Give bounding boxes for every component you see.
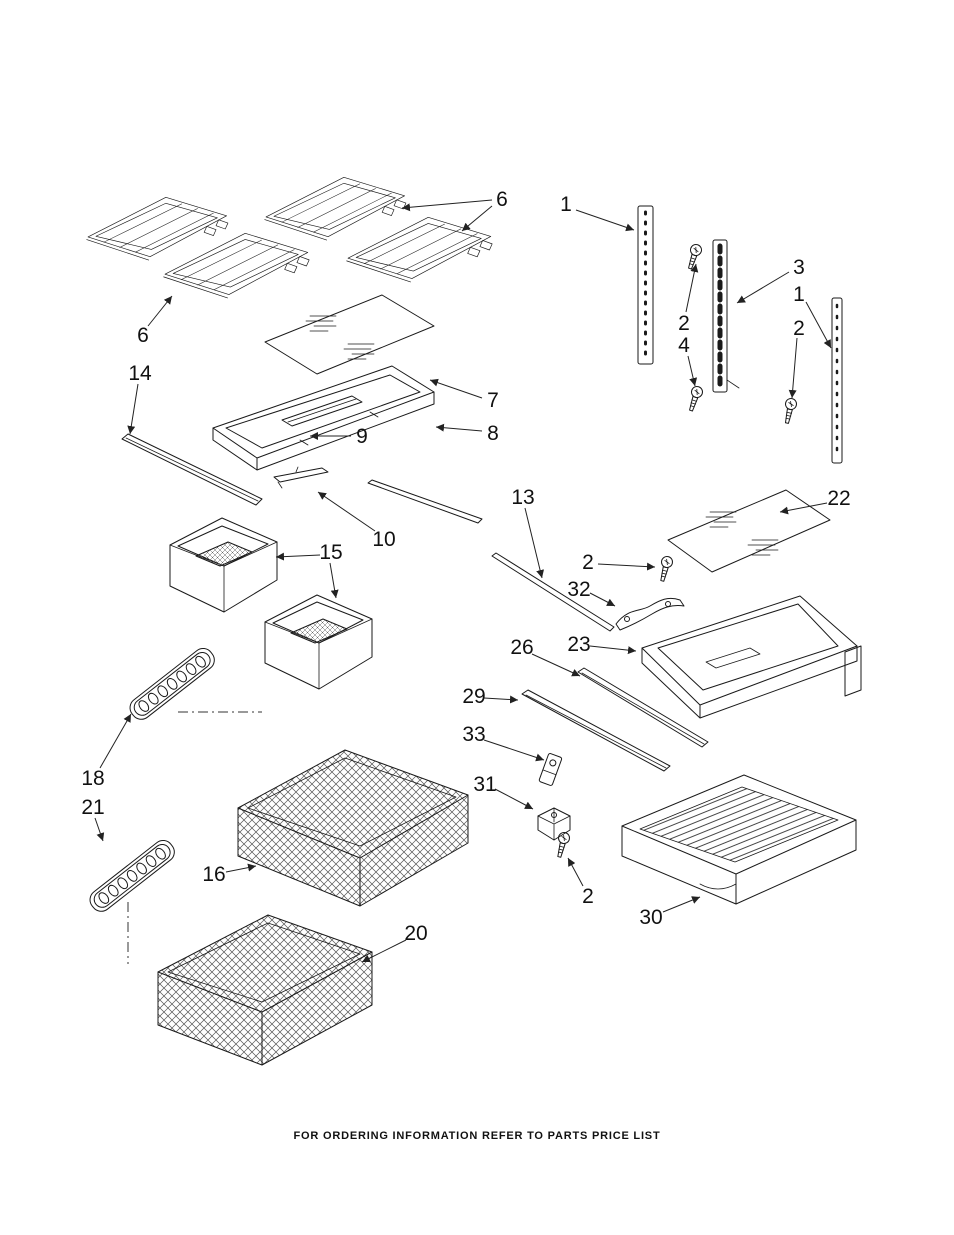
part-15-crisper-bin-lower	[264, 594, 373, 690]
callout-18: 18	[81, 767, 104, 790]
part-22-glass-insert	[667, 489, 831, 573]
callout-13: 13	[511, 486, 534, 509]
callout-32: 32	[567, 578, 590, 601]
callout-15: 15	[319, 541, 342, 564]
part-20-wire-basket	[157, 914, 373, 1066]
part-21-slotted-trim	[85, 835, 179, 916]
part-7-glass-insert	[264, 294, 435, 375]
screw-icon-4	[685, 384, 705, 413]
callout-22: 22	[827, 487, 850, 510]
part-1-rail-left	[637, 205, 654, 365]
callout-21: 21	[81, 796, 104, 819]
callout-7: 7	[487, 389, 499, 412]
callout-31: 31	[473, 773, 496, 796]
callout-1-b: 1	[793, 283, 805, 306]
part-8-shelf-frame	[212, 365, 435, 471]
part-33-bracket	[538, 753, 563, 786]
callout-20: 20	[404, 922, 427, 945]
part-9-center-slide	[281, 395, 363, 427]
part-26-rail	[577, 667, 709, 748]
part-10-latch	[273, 466, 329, 489]
callout-30: 30	[639, 906, 662, 929]
callout-23: 23	[567, 633, 590, 656]
callout-33: 33	[462, 723, 485, 746]
part-15-crisper-bin-upper	[169, 517, 278, 613]
leader-lines	[94, 199, 832, 963]
part-32-bracket	[615, 597, 685, 631]
callout-9: 9	[356, 425, 368, 448]
callout-2-a: 2	[678, 312, 690, 335]
part-6-shelf-top-right	[264, 176, 407, 241]
callout-6-b: 6	[137, 324, 149, 347]
ordering-note: FOR ORDERING INFORMATION REFER TO PARTS …	[293, 1130, 661, 1142]
callout-8: 8	[487, 422, 499, 445]
part-30-drawer-pan	[621, 774, 857, 905]
screw-icon-2c	[656, 554, 675, 583]
part-1-rail-right	[831, 297, 843, 464]
part-29-rail	[521, 689, 671, 772]
callout-2-d: 2	[582, 885, 594, 908]
callout-14: 14	[128, 362, 152, 385]
part-6-shelf-mid-right	[346, 217, 493, 283]
part-14-trim-strip	[121, 433, 263, 506]
part-13-rod	[367, 479, 615, 632]
callout-2-b: 2	[793, 317, 805, 340]
part-6-shelf-mid-left	[163, 233, 310, 299]
callout-2-c: 2	[582, 551, 594, 574]
callout-labels: 6 6 1 2 4 3 1 2 14 7 9 8 10 13 22 2 32 1…	[81, 188, 850, 945]
callout-4: 4	[678, 334, 690, 357]
screw-icon-2b	[781, 396, 799, 425]
callout-3: 3	[793, 256, 805, 279]
callout-6-a: 6	[496, 188, 508, 211]
callout-10: 10	[372, 528, 395, 551]
screw-icon-2a	[684, 242, 704, 271]
part-23-shelf-assembly	[641, 595, 862, 719]
part-6-shelf-top-left	[86, 196, 229, 261]
part-3-rail-center	[712, 239, 740, 393]
callout-29: 29	[462, 685, 485, 708]
callout-16: 16	[202, 863, 225, 886]
callout-26: 26	[510, 636, 533, 659]
part-16-wire-basket	[237, 749, 469, 907]
callout-1-a: 1	[560, 193, 572, 216]
part-31-bracket	[537, 807, 571, 841]
